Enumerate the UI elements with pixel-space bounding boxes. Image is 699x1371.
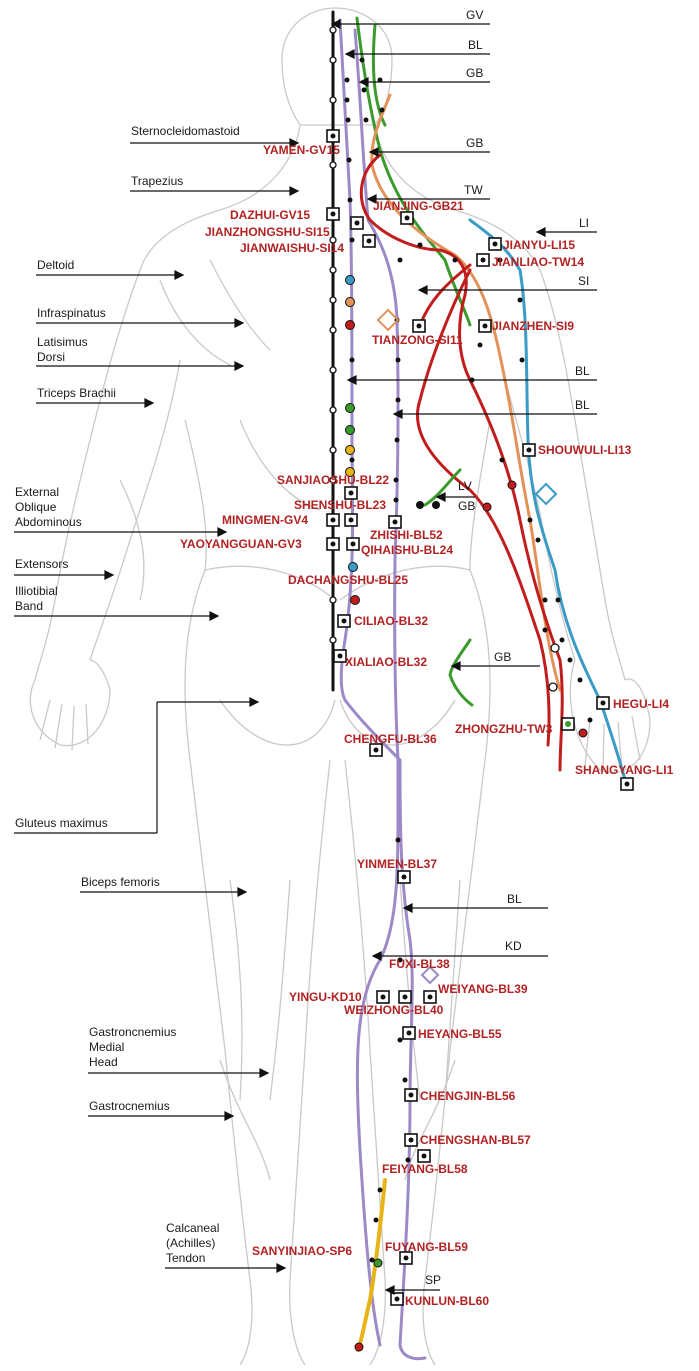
point-heyang-label: HEYANG-BL55	[418, 1027, 502, 1041]
gastroc-medial-label-line2: Medial	[89, 1040, 124, 1054]
gastroc-medial-label-line1: Gastroncnemius	[89, 1025, 176, 1039]
biceps-femoris-label: Biceps femoris	[81, 875, 160, 889]
meridian-gb-waist-label: GB	[458, 499, 475, 513]
point-chengshan-label: CHENGSHAN-BL57	[420, 1133, 531, 1147]
point-shangyang-label: SHANGYANG-LI1	[575, 763, 673, 777]
infraspinatus-label: Infraspinatus	[37, 306, 106, 320]
meridian-bl-back1-label: BL	[575, 364, 590, 378]
point-dazhui-label: DAZHUI-GV15	[230, 208, 310, 222]
point-shenshu-label: SHENSHU-BL23	[294, 498, 386, 512]
point-mingmen-label: MINGMEN-GV4	[222, 513, 308, 527]
sternocleidomastoid-label: Sternocleidomastoid	[131, 124, 240, 138]
point-chengfu-label: CHENGFU-BL36	[344, 732, 437, 746]
point-fuyang-label: FUYANG-BL59	[385, 1240, 468, 1254]
point-kunlun-label: KUNLUN-BL60	[405, 1294, 489, 1308]
point-shouwuli-label: SHOUWULI-LI13	[538, 443, 631, 457]
oblique-label-line2: Oblique	[15, 500, 56, 514]
meridian-lv-label: LV	[458, 479, 472, 493]
meridian-li-label: LI	[579, 216, 589, 230]
oblique-label-line1: External	[15, 485, 59, 499]
point-weizhong-label: WEIZHONG-BL40	[344, 1003, 443, 1017]
point-dachangshu-label: DACHANGSHU-BL25	[288, 573, 408, 587]
oblique-label-line3: Abdominous	[15, 515, 82, 529]
meridian-gb-neck-label: GB	[466, 136, 483, 150]
point-qihaishu-label: QIHAISHU-BL24	[361, 543, 453, 557]
point-sanjiaoshu-label: SANJIAOSHU-BL22	[277, 473, 389, 487]
deltoid-label: Deltoid	[37, 258, 74, 272]
point-yinmen-label: YINMEN-BL37	[357, 857, 437, 871]
trapezius-label: Trapezius	[131, 174, 183, 188]
point-xialiao-label: XIALIAO-BL32	[345, 655, 427, 669]
point-chengjin-label: CHENGJIN-BL56	[420, 1089, 515, 1103]
point-jianzhen-label: JIANZHEN-SI9	[492, 319, 574, 333]
meridian-gb-top-label: GB	[466, 66, 483, 80]
point-jianyu-label: JIANYU-LI15	[503, 238, 575, 252]
point-jianwaishu-label: JIANWAISHU-SI14	[240, 241, 344, 255]
meridian-bl-leg-label: BL	[507, 892, 522, 906]
gluteus-label: Gluteus maximus	[15, 816, 108, 830]
itband-label-line1: Illiotibial	[15, 584, 58, 598]
itband-label-line2: Band	[15, 599, 43, 613]
calcaneal-label-line2: (Achilles)	[166, 1236, 215, 1250]
meridian-bl-back2-label: BL	[575, 398, 590, 412]
calcaneal-label-line1: Calcaneal	[166, 1221, 219, 1235]
point-sanyinjiao-label: SANYINJIAO-SP6	[252, 1244, 352, 1258]
gastrocnemius-label: Gastrocnemius	[89, 1099, 170, 1113]
point-jianjing-label: JIANJING-GB21	[373, 199, 464, 213]
calcaneal-label-line3: Tendon	[166, 1251, 205, 1265]
point-yamen-label: YAMEN-GV15	[263, 143, 340, 157]
point-yingu-label: YINGU-KD10	[289, 990, 362, 1004]
point-hegu-label: HEGU-LI4	[613, 697, 669, 711]
triceps-label: Triceps Brachii	[37, 386, 116, 400]
si-branch-line	[420, 265, 470, 325]
gastroc-medial-label-line3: Head	[89, 1055, 118, 1069]
point-yaoyangguan-label: YAOYANGGUAN-GV3	[180, 537, 302, 551]
meridian-gb-hip-label: GB	[494, 650, 511, 664]
point-ciliao-label: CILIAO-BL32	[354, 614, 428, 628]
meridian-bl-top-label: BL	[468, 38, 483, 52]
point-jianliao-label: JIANLIAO-TW14	[492, 255, 584, 269]
latissimus-label-line2: Dorsi	[37, 350, 65, 364]
meridian-kd-label: KD	[505, 939, 522, 953]
meridian-tw-label: TW	[464, 183, 483, 197]
latissimus-label-line1: Latisimus	[37, 335, 88, 349]
point-weiyang-label: WEIYANG-BL39	[438, 982, 528, 996]
meridian-si-label: SI	[578, 274, 589, 288]
point-zhongzhu-label: ZHONGZHU-TW3	[455, 722, 552, 736]
point-feiyang-label: FEIYANG-BL58	[382, 1162, 468, 1176]
extensors-label: Extensors	[15, 557, 68, 571]
point-jianzhongshu-label: JIANZHONGSHU-SI15	[205, 225, 330, 239]
point-tianzong-label: TIANZONG-SI11	[372, 333, 463, 347]
square-markers	[327, 130, 633, 1305]
meridian-sp-label: SP	[425, 1273, 441, 1287]
meridian-gv-label: GV	[466, 8, 483, 22]
point-zhishi-label: ZHISHI-BL52	[370, 528, 443, 542]
point-fuxi-label: FUXI-BL38	[389, 957, 450, 971]
gb-hip-line	[450, 640, 472, 705]
